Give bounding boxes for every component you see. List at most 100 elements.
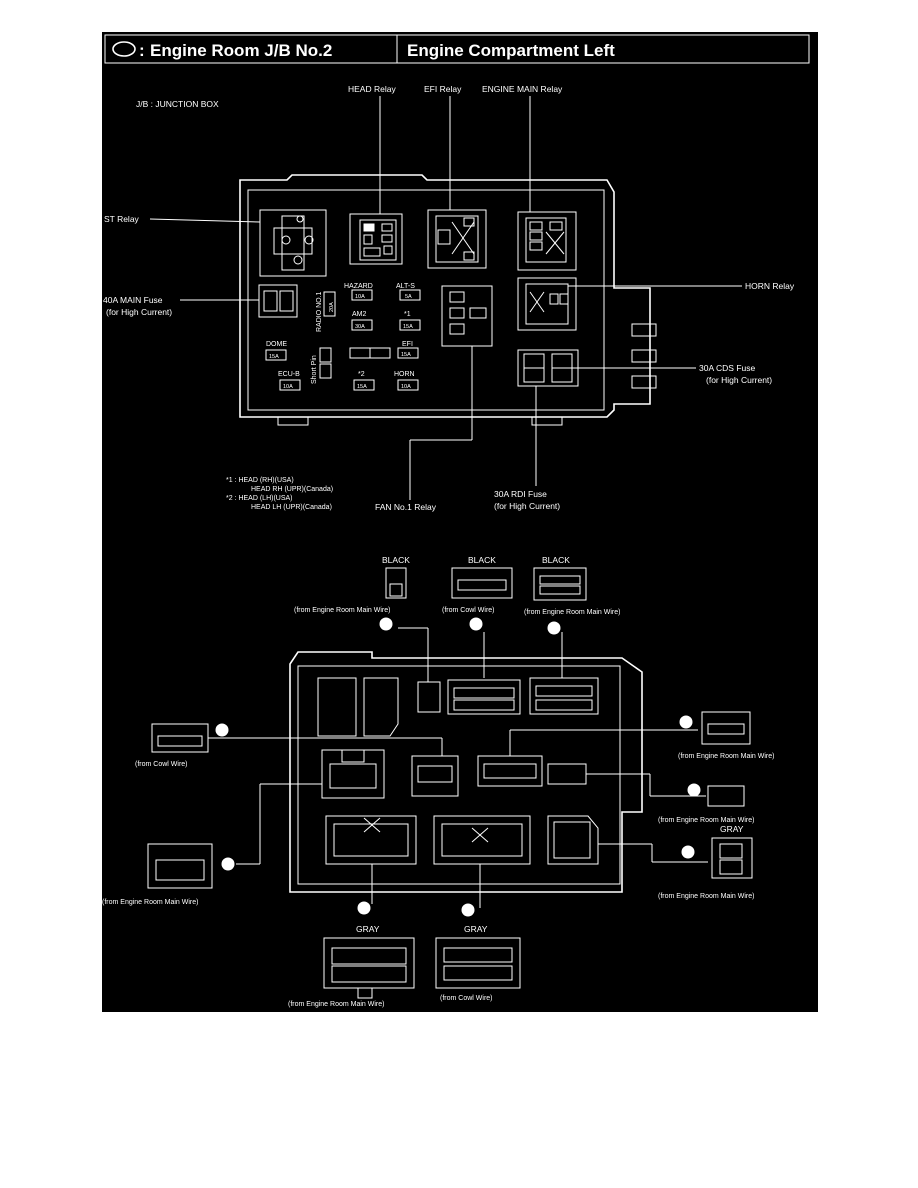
conn-2e-badge xyxy=(221,857,235,871)
alts-fuse-label: ALT-S xyxy=(396,283,415,290)
socket-2i xyxy=(417,681,441,713)
hazard-fuse xyxy=(351,289,373,301)
fan1-relay-label: FAN No.1 Relay xyxy=(375,502,437,512)
ecub-fuse xyxy=(279,379,301,391)
conn-2f-badge xyxy=(687,783,701,797)
conn-2f-source: (from Engine Room Main Wire) xyxy=(658,817,754,824)
conn-2c-source: (from Cowl Wire) xyxy=(440,995,493,1002)
conn-2h-icon xyxy=(701,711,751,745)
dome-fuse-label: DOME xyxy=(266,341,287,348)
horn-relay-label: HORN Relay xyxy=(745,281,795,291)
svg-text:15A: 15A xyxy=(357,384,367,390)
conn-2b-source: (from Engine Room Main Wire) xyxy=(288,1001,384,1008)
alts-fuse xyxy=(399,289,421,301)
lower-jb-outline xyxy=(289,651,643,893)
conn-2g-color: BLACK xyxy=(542,555,570,565)
conn-2j-color: BLACK xyxy=(468,555,496,565)
main-40a-fuse xyxy=(258,284,298,318)
conn-2j-source: (from Cowl Wire) xyxy=(442,607,495,614)
conn-2a-source: (from Engine Room Main Wire) xyxy=(658,893,754,900)
conn-2k-badge xyxy=(215,723,229,737)
svg-text:15A: 15A xyxy=(269,354,279,360)
efi-fuse-label: EFI xyxy=(402,341,413,348)
conn-2b-color: GRAY xyxy=(356,924,380,934)
conn-2j-badge xyxy=(469,617,483,631)
cds-fuse-sublabel: (for High Current) xyxy=(706,375,772,385)
socket-2b xyxy=(325,815,417,865)
conn-2a-color: GRAY xyxy=(720,824,744,834)
svg-text:30A: 30A xyxy=(355,324,365,330)
conn-2j-icon xyxy=(451,567,513,599)
conn-2g-source: (from Engine Room Main Wire) xyxy=(524,609,620,616)
hazard-fuse-label: HAZARD xyxy=(344,283,373,290)
svg-text:10A: 10A xyxy=(355,294,365,300)
star2-fuse xyxy=(353,379,375,391)
socket-2c xyxy=(433,815,531,865)
svg-text:15A: 15A xyxy=(401,352,411,358)
rdi-fuse-sublabel: (for High Current) xyxy=(494,501,560,511)
star1-fuse xyxy=(399,319,421,331)
short-pin-label: Short Pin xyxy=(311,355,318,384)
head-relay-label: HEAD Relay xyxy=(348,84,396,94)
svg-text:5A: 5A xyxy=(405,294,412,300)
diagram-panel: : Engine Room J/B No.2 Engine Compartmen… xyxy=(102,32,818,1012)
conn-2e-source: (from Engine Room Main Wire) xyxy=(102,899,198,906)
conn-2i-icon xyxy=(385,567,407,599)
conn-2i-source: (from Engine Room Main Wire) xyxy=(294,607,390,614)
conn-2i-color: BLACK xyxy=(382,555,410,565)
conn-2f-icon xyxy=(707,785,745,807)
cds-fuse-label: 30A CDS Fuse xyxy=(699,363,755,373)
connector-oval-icon xyxy=(112,41,136,57)
upper-jb-outline xyxy=(239,174,651,418)
svg-text:15A: 15A xyxy=(403,324,413,330)
page-subtitle: Engine Compartment Left xyxy=(407,41,615,60)
star1-fuse-label: *1 xyxy=(404,311,411,318)
st-relay xyxy=(259,209,327,277)
am2-fuse xyxy=(351,319,373,331)
ecub-fuse-label: ECU-B xyxy=(278,371,300,378)
socket-2f xyxy=(547,763,587,785)
conn-2k-source: (from Cowl Wire) xyxy=(135,761,188,768)
conn-2e-icon xyxy=(147,843,213,889)
efi-fuse xyxy=(397,347,419,359)
horn-fuse xyxy=(397,379,419,391)
note-1b: HEAD RH (UPR)(Canada) xyxy=(251,486,333,493)
conn-2g-badge xyxy=(547,621,561,635)
svg-text:10A: 10A xyxy=(283,384,293,390)
socket-2a xyxy=(547,815,599,865)
radio-fuse-label: RADIO NO.1 xyxy=(316,291,323,332)
note-2a: *2 : HEAD (LH)(USA) xyxy=(226,495,293,502)
engine-main-relay-label: ENGINE MAIN Relay xyxy=(482,84,563,94)
st-relay-label: ST Relay xyxy=(104,214,140,224)
dome-fuse xyxy=(265,349,287,361)
horn-fuse-label: HORN xyxy=(394,371,415,378)
jb-legend: J/B : JUNCTION BOX xyxy=(136,99,219,109)
conn-2c-color: GRAY xyxy=(464,924,488,934)
am2-fuse-label: AM2 xyxy=(352,311,367,318)
socket-2j xyxy=(447,679,521,715)
note-1a: *1 : HEAD (RH)(USA) xyxy=(226,477,294,484)
efi-relay xyxy=(427,209,487,269)
conn-2k-icon xyxy=(151,723,209,753)
conn-2b-badge xyxy=(357,901,371,915)
junction-box-diagram: : Engine Room J/B No.2 Engine Compartmen… xyxy=(102,34,810,1008)
svg-text:20A: 20A xyxy=(329,302,335,312)
conn-2c-badge xyxy=(461,903,475,917)
main-fuse-sublabel: (for High Current) xyxy=(106,307,172,317)
engine-main-relay xyxy=(517,211,577,271)
star2-fuse-label: *2 xyxy=(358,371,365,378)
socket-2k xyxy=(411,755,459,797)
note-2b: HEAD LH (UPR)(Canada) xyxy=(251,504,332,511)
svg-text:10A: 10A xyxy=(401,384,411,390)
efi-relay-label: EFI Relay xyxy=(424,84,462,94)
rdi-fuse-label: 30A RDI Fuse xyxy=(494,489,547,499)
conn-2i-badge xyxy=(379,617,393,631)
main-fuse-label: 40A MAIN Fuse xyxy=(103,295,163,305)
socket-2e xyxy=(321,749,385,799)
conn-2b-icon xyxy=(323,937,415,989)
title-bar xyxy=(104,34,810,64)
conn-2h-badge xyxy=(679,715,693,729)
page-title: Engine Room J/B No.2 xyxy=(150,41,332,60)
svg-text::: : xyxy=(139,41,145,60)
conn-2a-badge xyxy=(681,845,695,859)
